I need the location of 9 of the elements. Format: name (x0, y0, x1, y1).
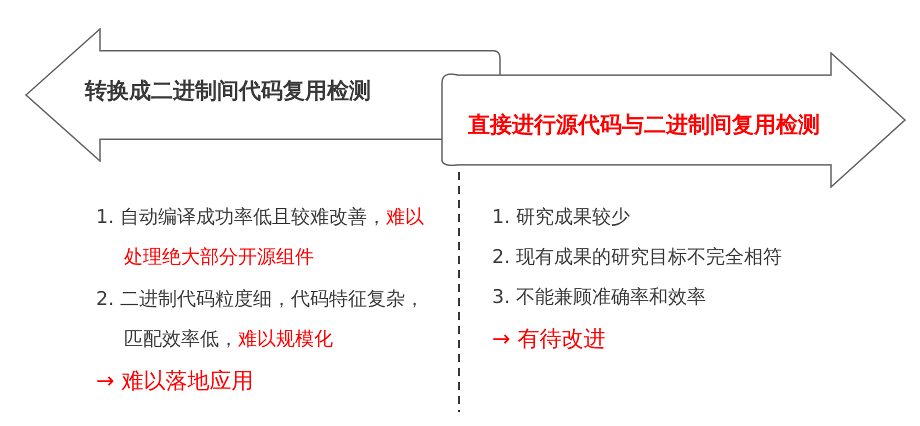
list-item: 2. 现有成果的研究目标不完全相符 (492, 245, 784, 270)
banner-title: 转换成二进制间代码复用检测 (85, 78, 371, 106)
conclusion-text: → 有待改进 (492, 326, 606, 354)
banner-title: 直接进行源代码与二进制间复用检测 (468, 112, 820, 140)
list-item: 1. 自动编译成功率低且较难改善，难以处理绝大部分开源组件 (96, 205, 426, 270)
conclusion-text: → 难以落地应用 (96, 368, 254, 396)
list-item: 1. 研究成果较少 (492, 205, 632, 230)
list-item: 3. 不能兼顾准确率和效率 (492, 285, 708, 310)
list-item: 2. 二进制代码粒度细，代码特征复杂，匹配效率低，难以规模化 (96, 287, 426, 352)
